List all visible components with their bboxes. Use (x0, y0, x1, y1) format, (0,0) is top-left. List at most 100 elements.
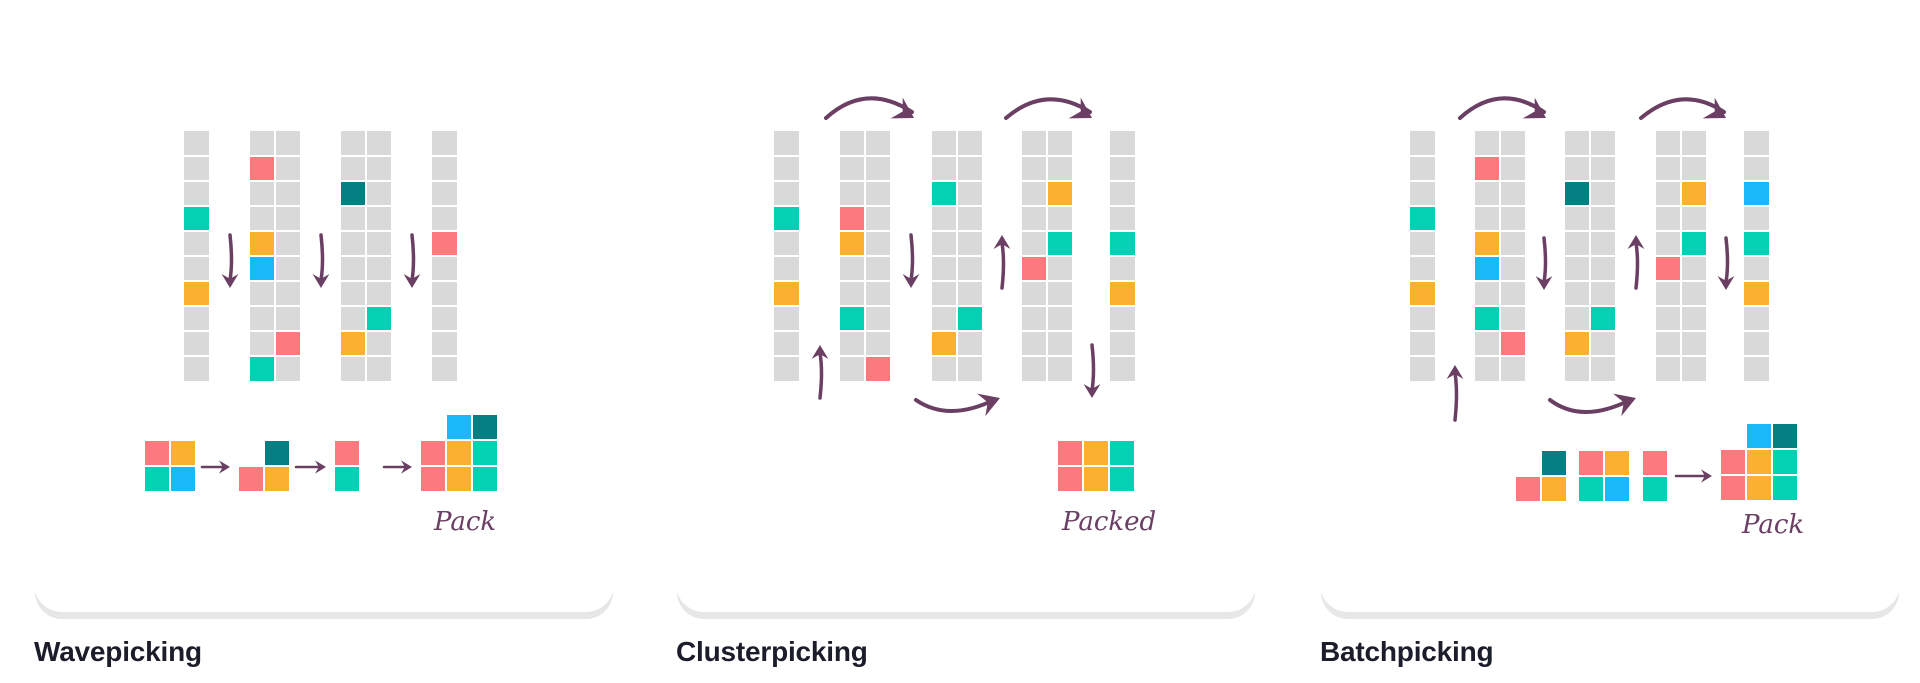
order-item (1719, 474, 1747, 502)
arrow-head (221, 274, 239, 288)
shelf-item (865, 356, 890, 381)
shelf-item (341, 331, 366, 356)
arrow-head (811, 345, 829, 359)
order-item (471, 465, 499, 493)
arrow-head (315, 460, 326, 474)
pack-label: Pack (433, 507, 496, 537)
shelf-item (774, 281, 799, 306)
shelf-item (1110, 281, 1135, 306)
shelf-rack (341, 131, 391, 381)
arrow-head (1522, 97, 1546, 119)
shelf-item (250, 156, 275, 181)
arrow-head (1535, 276, 1553, 290)
order-block (419, 413, 499, 493)
order-block (1577, 449, 1631, 503)
short-arrow-right-icon (294, 460, 326, 474)
order-item (333, 465, 361, 493)
shelf-item (1565, 331, 1590, 356)
shelf-item (1475, 156, 1500, 181)
shelf-item (957, 306, 982, 331)
order-block (1641, 449, 1669, 503)
shelf-rack (1744, 131, 1769, 381)
shelf-rack (1110, 131, 1135, 381)
arrow-down-icon (312, 233, 330, 288)
arrow-down-icon (1535, 236, 1553, 290)
card-clusterpicking: Packed (676, 0, 1256, 612)
arrow-head (890, 97, 914, 119)
arrow-head (1702, 97, 1726, 119)
order-item (1540, 449, 1568, 477)
shelf-rack (932, 131, 982, 381)
order-item (1603, 475, 1631, 503)
shelf-rack (1656, 131, 1706, 381)
shelf-item (1047, 181, 1072, 206)
shelf-rack (840, 131, 890, 381)
shelf-item (1565, 181, 1590, 206)
arrow-down-icon (221, 233, 239, 288)
panel-title: Wavepicking (34, 636, 202, 667)
arrow-head (219, 460, 230, 474)
shelf-item (1410, 206, 1435, 231)
order-item (1641, 449, 1669, 477)
order-item (1719, 448, 1747, 476)
diagram-clusterpicking: Packed (774, 96, 1156, 537)
order-item (169, 465, 197, 493)
curved-arrow-icon (1639, 97, 1726, 120)
card-wavepicking: Pack (34, 0, 614, 612)
shelf-item (1681, 181, 1706, 206)
order-item (445, 465, 473, 493)
arrow-down-icon (1717, 236, 1735, 290)
curved-arrow-icon (1458, 96, 1546, 120)
shelf-item (840, 306, 865, 331)
order-item (1745, 422, 1773, 450)
order-item (471, 439, 499, 467)
shelf-item (774, 206, 799, 231)
order-item (1771, 422, 1799, 450)
shelf-rack (250, 131, 300, 381)
shelf-item (250, 356, 275, 381)
panel-wavepicking: Pack Wavepicking (34, 0, 614, 683)
curved-arrow-icon (1548, 393, 1636, 417)
packed-label: Packed (1061, 507, 1156, 537)
shelf-rack (1565, 131, 1615, 381)
order-item (1641, 475, 1669, 503)
panel-clusterpicking: Packed Clusterpicking (676, 0, 1256, 683)
order-item (445, 413, 473, 441)
order-item (237, 465, 265, 493)
order-item (143, 439, 171, 467)
order-item (1577, 449, 1605, 477)
shelf-item (840, 206, 865, 231)
order-block (1514, 449, 1568, 503)
shelf-item (1744, 231, 1769, 256)
shelf-item (184, 206, 209, 231)
shelf-item (1022, 256, 1047, 281)
arrow-head (1701, 469, 1712, 483)
order-item (263, 439, 291, 467)
shelf-rack (1475, 131, 1525, 381)
shelf-item (250, 231, 275, 256)
shelf-item (275, 331, 300, 356)
order-item (1056, 465, 1084, 493)
order-item (471, 413, 499, 441)
order-item (419, 465, 447, 493)
shelf-item (840, 231, 865, 256)
order-item (169, 439, 197, 467)
panel-title: Batchpicking (1320, 636, 1494, 667)
arrow-head (1627, 235, 1645, 249)
order-item (1108, 439, 1136, 467)
curved-arrow-icon (1004, 97, 1092, 120)
order-item (1577, 475, 1605, 503)
arrow-down-icon (1083, 343, 1101, 398)
shelf-item (366, 306, 391, 331)
diagram-batchpicking: Pack (1410, 96, 1804, 540)
shelf-item (1475, 306, 1500, 331)
order-block (237, 439, 291, 493)
shelf-item (1681, 231, 1706, 256)
shelf-item (932, 181, 957, 206)
order-item (143, 465, 171, 493)
arrow-head (1717, 276, 1735, 290)
arrow-up-icon (1446, 365, 1464, 422)
order-item (1108, 465, 1136, 493)
shelf-rack (1410, 131, 1435, 381)
order-item (1771, 474, 1799, 502)
